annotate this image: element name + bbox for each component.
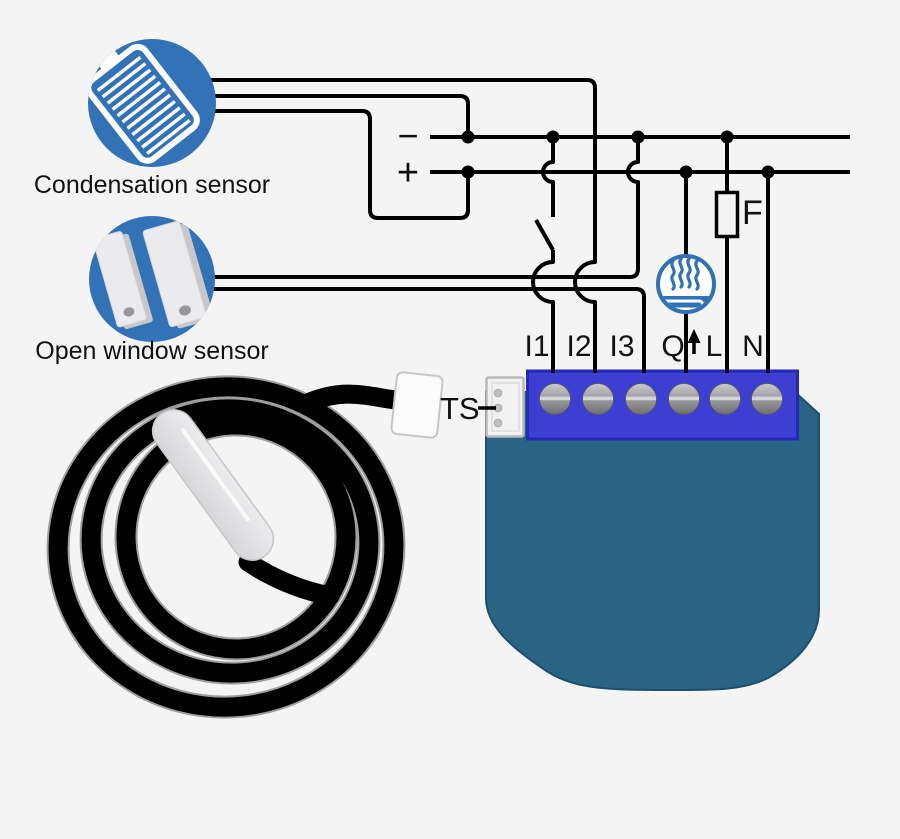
wire-window-upper-to-minus bbox=[206, 137, 640, 279]
open-window-sensor-label: Open window sensor bbox=[35, 337, 268, 365]
wire-condensation-to-i2 bbox=[206, 78, 597, 373]
ts-label: TS bbox=[440, 391, 480, 426]
connector-pin bbox=[493, 388, 503, 398]
wire-condensation-to-minus bbox=[206, 94, 470, 137]
screw-terminal bbox=[709, 383, 741, 415]
screw-terminal bbox=[582, 383, 614, 415]
screw-terminal bbox=[539, 383, 571, 415]
connector-pin bbox=[493, 418, 503, 428]
condensation-sensor-label: Condensation sensor bbox=[34, 171, 270, 199]
terminal-label-n: N bbox=[742, 330, 764, 363]
screw-terminal bbox=[668, 383, 700, 415]
terminal-screws bbox=[539, 383, 783, 415]
wire-condensation-to-plus bbox=[206, 109, 470, 220]
terminal-label-i2: I2 bbox=[566, 330, 591, 363]
temperature-probe-icon bbox=[46, 371, 444, 719]
switch-blade bbox=[534, 219, 555, 251]
supply-minus-label: − bbox=[397, 115, 418, 156]
up-arrow-icon bbox=[687, 329, 701, 354]
terminal-label-i3: I3 bbox=[609, 330, 634, 363]
ts-socket-connector bbox=[485, 376, 525, 438]
relay-module-body bbox=[485, 391, 820, 692]
terminal-label-i1: I1 bbox=[524, 330, 549, 363]
wire-switch-to-i1 bbox=[531, 250, 555, 373]
wire-window-lower-to-i3 bbox=[206, 287, 646, 373]
screw-terminal bbox=[625, 383, 657, 415]
probe-tube bbox=[151, 409, 275, 561]
wire-minus-to-switch bbox=[541, 137, 555, 217]
fuse-symbol bbox=[714, 190, 740, 239]
steam-lines bbox=[670, 257, 700, 291]
supply-plus-label: + bbox=[397, 152, 419, 194]
heater-icon bbox=[656, 254, 716, 314]
screw-terminal bbox=[751, 383, 783, 415]
terminal-block bbox=[526, 369, 799, 441]
ts-plug bbox=[390, 371, 444, 439]
terminal-label-q: Q bbox=[661, 330, 684, 363]
junction-dots bbox=[461, 130, 775, 179]
terminal-label-l: L bbox=[706, 330, 723, 363]
fuse-label: F bbox=[742, 194, 763, 232]
open-window-sensor-icon bbox=[89, 216, 215, 342]
